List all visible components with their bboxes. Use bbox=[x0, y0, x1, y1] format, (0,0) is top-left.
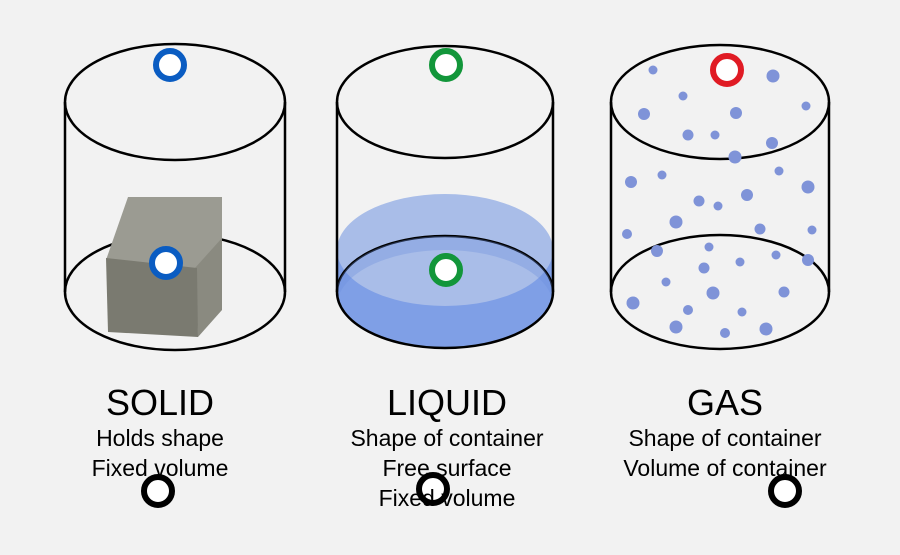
gas-bottom-marker bbox=[768, 474, 802, 508]
gas-particle bbox=[801, 101, 811, 111]
solid-property-2: Fixed volume bbox=[91, 455, 229, 481]
solid-bottom-front-rim bbox=[63, 291, 287, 352]
solid-top-marker bbox=[153, 48, 187, 82]
gas-particle bbox=[678, 91, 688, 101]
gas-particle bbox=[801, 180, 815, 194]
solid-top-rim bbox=[63, 42, 287, 162]
liquid-property-1: Shape of container bbox=[350, 425, 544, 451]
gas-particle bbox=[682, 129, 694, 141]
gas-particle bbox=[693, 195, 705, 207]
gas-particle bbox=[774, 166, 784, 176]
liquid-bottom-marker bbox=[416, 472, 450, 506]
gas-particle bbox=[622, 229, 632, 239]
gas-bottom-front-rim bbox=[609, 291, 831, 351]
solid-block-top bbox=[106, 197, 222, 270]
gas-particle bbox=[759, 322, 773, 336]
liquid-cylinder bbox=[335, 44, 555, 350]
gas-particle bbox=[661, 277, 671, 287]
gas-particle bbox=[735, 257, 745, 267]
gas-particle bbox=[704, 242, 714, 252]
solid-cylinder bbox=[63, 42, 287, 352]
solid-block-front bbox=[106, 258, 198, 337]
gas-particle bbox=[754, 223, 766, 235]
gas-top-marker bbox=[710, 53, 744, 87]
gas-particle bbox=[683, 305, 693, 315]
gas-particle bbox=[730, 107, 742, 119]
gas-property-2: Volume of container bbox=[623, 455, 827, 481]
gas-particle bbox=[648, 65, 658, 75]
gas-particle bbox=[625, 176, 637, 188]
liquid-bottom-back-rim bbox=[335, 234, 555, 293]
gas-particle bbox=[728, 150, 742, 164]
solid-block-marker bbox=[149, 246, 183, 280]
solid-block-side bbox=[195, 238, 222, 337]
solid-block bbox=[106, 197, 222, 337]
gas-particle bbox=[766, 137, 778, 149]
liquid-surface-marker bbox=[429, 253, 463, 287]
gas-particle bbox=[710, 130, 720, 140]
gas-particle bbox=[778, 286, 790, 298]
liquid-title: LIQUID bbox=[386, 382, 508, 423]
gas-bottom-back-rim bbox=[609, 233, 831, 293]
liquid-label: LIQUID Shape of container Free surface F… bbox=[307, 383, 587, 513]
gas-particle bbox=[737, 307, 747, 317]
gas-particle bbox=[720, 328, 730, 338]
gas-particle bbox=[626, 296, 640, 310]
gas-particle bbox=[741, 189, 753, 201]
gas-particle bbox=[657, 170, 667, 180]
solid-title: SOLID bbox=[105, 382, 215, 423]
gas-particle bbox=[651, 245, 663, 257]
liquid-property-3: Fixed volume bbox=[378, 485, 516, 511]
liquid-bottom-front-rim bbox=[335, 291, 555, 350]
gas-particle bbox=[771, 250, 781, 260]
gas-particle bbox=[638, 108, 650, 120]
gas-top-rim bbox=[609, 43, 831, 161]
gas-particle bbox=[698, 262, 710, 274]
gas-particle bbox=[766, 69, 780, 83]
gas-label: GAS Shape of container Volume of contain… bbox=[585, 383, 865, 483]
liquid-top-rim bbox=[335, 44, 555, 160]
gas-particle bbox=[706, 286, 720, 300]
solid-bottom-marker bbox=[141, 474, 175, 508]
liquid-depth-shade bbox=[337, 236, 553, 306]
liquid-surface bbox=[337, 194, 553, 306]
gas-particle bbox=[713, 201, 723, 211]
gas-particle bbox=[807, 225, 817, 235]
gas-property-1: Shape of container bbox=[628, 425, 822, 451]
solid-property-1: Holds shape bbox=[96, 425, 224, 451]
liquid-property-2: Free surface bbox=[382, 455, 512, 481]
gas-particles bbox=[622, 65, 817, 338]
liquid-top-marker bbox=[429, 48, 463, 82]
solid-label: SOLID Holds shape Fixed volume bbox=[20, 383, 300, 483]
gas-title: GAS bbox=[686, 382, 764, 423]
gas-cylinder bbox=[609, 43, 831, 351]
gas-particle bbox=[669, 320, 683, 334]
gas-particle bbox=[669, 215, 683, 229]
gas-particle bbox=[802, 254, 814, 266]
